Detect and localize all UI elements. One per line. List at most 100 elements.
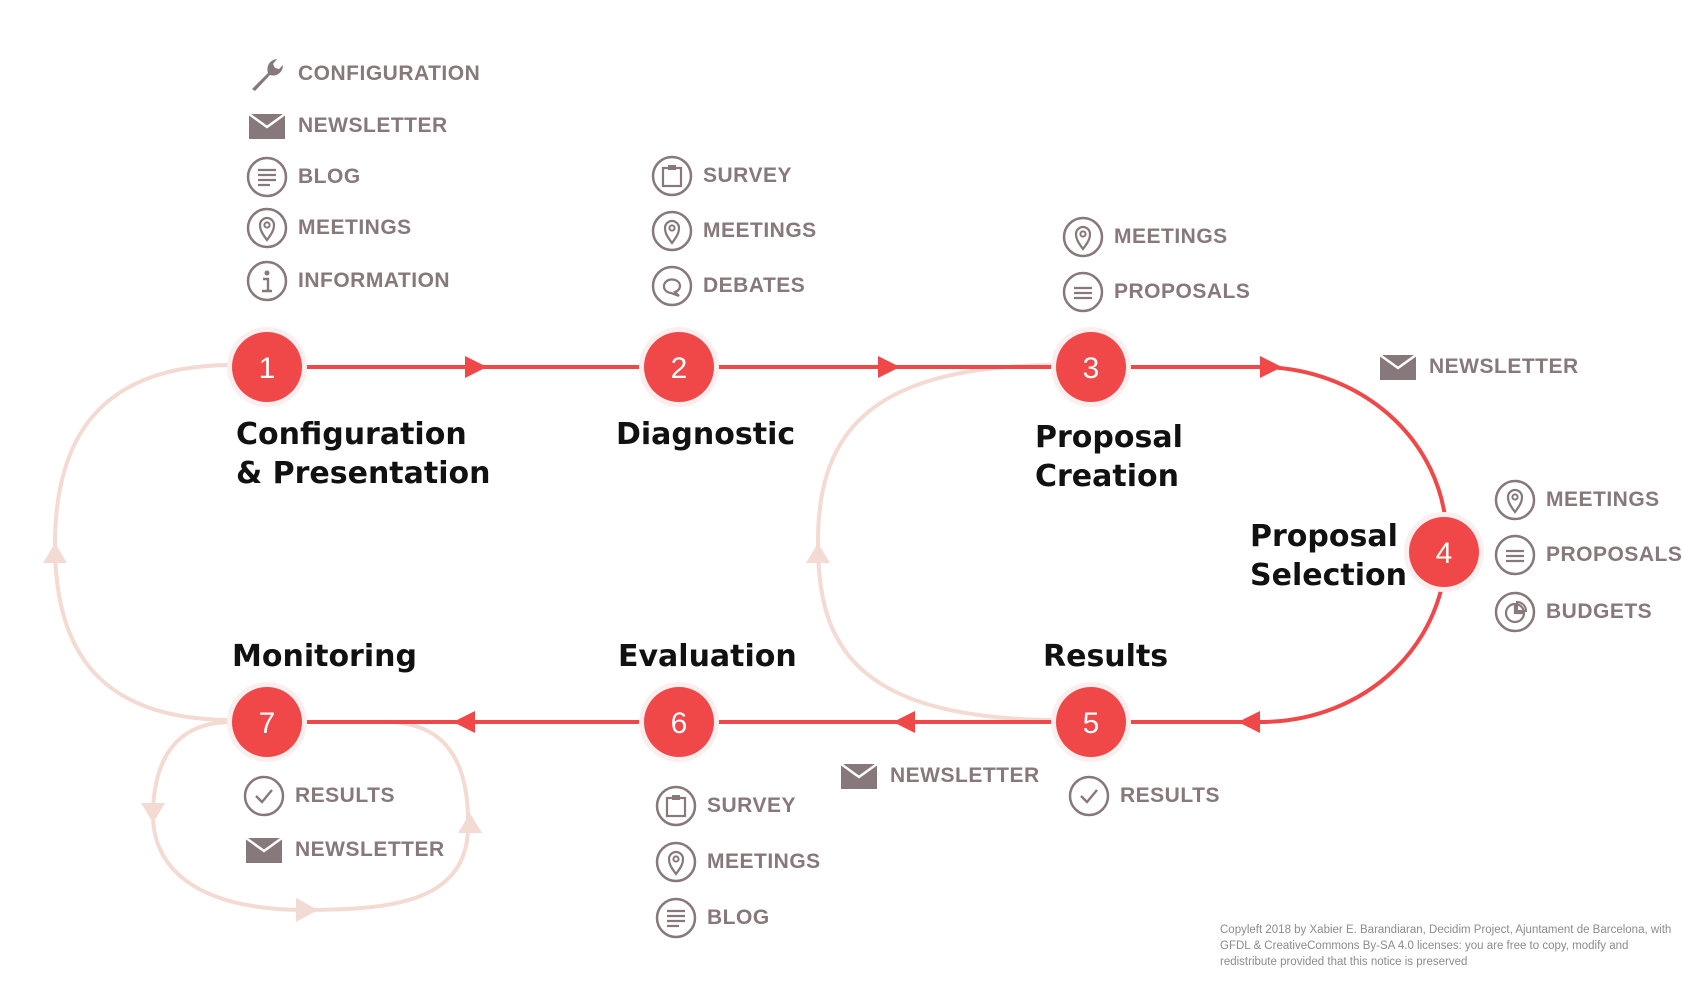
stage-title-7: Monitoring bbox=[232, 639, 417, 674]
tool-newsletter: NEWSLETTER bbox=[246, 102, 448, 150]
tool-results: RESULTS bbox=[243, 772, 395, 820]
tool-blog: BLOG bbox=[246, 153, 361, 201]
tool-proposals: PROPOSALS bbox=[1494, 531, 1682, 579]
tool-newsletter: NEWSLETTER bbox=[243, 826, 445, 874]
stage-node-1: 1 bbox=[227, 327, 307, 407]
tool-label: DEBATES bbox=[703, 274, 806, 297]
copyleft-notice: Copyleft 2018 by Xabier E. Barandiaran, … bbox=[1220, 924, 1672, 968]
clipboard-icon bbox=[651, 155, 693, 197]
info-icon bbox=[246, 260, 288, 302]
map-pin-icon bbox=[246, 207, 288, 249]
stage-number: 1 bbox=[259, 352, 276, 385]
tool-survey: SURVEY bbox=[655, 782, 796, 830]
tool-budgets: BUDGETS bbox=[1494, 588, 1652, 636]
tool-label: BLOG bbox=[707, 906, 770, 929]
envelope-icon bbox=[1377, 346, 1419, 388]
stage-node-4: 4 bbox=[1404, 512, 1484, 592]
loop-arrow-right-small bbox=[296, 898, 318, 922]
tool-results: RESULTS bbox=[1068, 772, 1220, 820]
stage-title-5: Results bbox=[1043, 639, 1169, 674]
tool-label: MEETINGS bbox=[1114, 225, 1228, 248]
stage-node-6: 6 bbox=[639, 682, 719, 762]
wrench-icon bbox=[246, 53, 288, 95]
envelope-icon bbox=[838, 755, 880, 797]
stage-number: 3 bbox=[1083, 352, 1100, 385]
tool-label: BLOG bbox=[298, 165, 361, 188]
tool-label: MEETINGS bbox=[703, 219, 817, 242]
loop-arrow-up-small bbox=[458, 813, 482, 833]
stage-title-3: Proposal Creation bbox=[1035, 420, 1183, 494]
arrow-3-4 bbox=[1260, 356, 1282, 378]
arrow-2-3 bbox=[878, 356, 900, 378]
tool-meetings: MEETINGS bbox=[1062, 213, 1228, 261]
check-icon bbox=[1068, 775, 1110, 817]
tool-label: PROPOSALS bbox=[1114, 280, 1251, 303]
map-pin-icon bbox=[1062, 216, 1104, 258]
loop-7-to-1 bbox=[52, 363, 233, 722]
tool-label: CONFIGURATION bbox=[298, 62, 481, 85]
stage-node-7: 7 bbox=[227, 682, 307, 762]
pie-chart-icon bbox=[1494, 591, 1536, 633]
tool-label: MEETINGS bbox=[707, 850, 821, 873]
map-pin-icon bbox=[1494, 479, 1536, 521]
tool-label: NEWSLETTER bbox=[295, 838, 445, 861]
stage-node-5: 5 bbox=[1051, 682, 1131, 762]
tool-label: MEETINGS bbox=[1546, 488, 1660, 511]
stage-number: 5 bbox=[1083, 707, 1100, 740]
speech-bubble-icon bbox=[651, 265, 693, 307]
stage-title-1: Configuration & Presentation bbox=[236, 417, 491, 491]
tool-label: NEWSLETTER bbox=[298, 114, 448, 137]
lines-icon bbox=[1494, 534, 1536, 576]
tool-proposals: PROPOSALS bbox=[1062, 268, 1250, 316]
envelope-icon bbox=[243, 829, 285, 871]
tool-meetings: MEETINGS bbox=[655, 838, 821, 886]
tool-label: SURVEY bbox=[703, 164, 792, 187]
stage-number: 6 bbox=[671, 707, 688, 740]
tool-survey: SURVEY bbox=[651, 152, 792, 200]
stage-node-3: 3 bbox=[1051, 327, 1131, 407]
stage-number: 2 bbox=[671, 352, 688, 385]
tool-label: RESULTS bbox=[295, 784, 395, 807]
loop-arrow-up-middle bbox=[806, 543, 830, 563]
stage-title-4: Proposal Selection bbox=[1250, 519, 1407, 593]
tool-newsletter: NEWSLETTER bbox=[838, 752, 1040, 800]
lines-icon bbox=[1062, 271, 1104, 313]
stage-number: 7 bbox=[259, 707, 276, 740]
tool-label: INFORMATION bbox=[298, 269, 451, 292]
check-icon bbox=[243, 775, 285, 817]
blog-icon bbox=[655, 897, 697, 939]
map-pin-icon bbox=[651, 210, 693, 252]
arrow-6-7 bbox=[453, 711, 475, 733]
stage-title-6: Evaluation bbox=[618, 639, 797, 674]
tool-label: PROPOSALS bbox=[1546, 543, 1683, 566]
loop-arrow-down-small bbox=[141, 803, 165, 823]
tool-meetings: MEETINGS bbox=[651, 207, 817, 255]
tool-label: MEETINGS bbox=[298, 216, 412, 239]
arrow-4-5 bbox=[1238, 711, 1260, 733]
tool-newsletter: NEWSLETTER bbox=[1377, 343, 1579, 391]
arrow-1-2 bbox=[465, 356, 487, 378]
tool-label: BUDGETS bbox=[1546, 600, 1653, 623]
stage-node-2: 2 bbox=[639, 327, 719, 407]
arrow-5-6 bbox=[893, 711, 915, 733]
tool-label: NEWSLETTER bbox=[890, 764, 1040, 787]
map-pin-icon bbox=[655, 841, 697, 883]
loop-5-to-3 bbox=[815, 363, 1061, 722]
tool-blog: BLOG bbox=[655, 894, 770, 942]
tool-meetings: MEETINGS bbox=[1494, 476, 1660, 524]
loop-arrow-up-left bbox=[43, 543, 67, 563]
tool-label: SURVEY bbox=[707, 794, 796, 817]
stage-title-2: Diagnostic bbox=[616, 417, 796, 452]
tool-information: INFORMATION bbox=[246, 257, 450, 305]
tool-label: NEWSLETTER bbox=[1429, 355, 1579, 378]
blog-icon bbox=[246, 156, 288, 198]
tool-debates: DEBATES bbox=[651, 262, 805, 310]
clipboard-icon bbox=[655, 785, 697, 827]
tool-configuration: CONFIGURATION bbox=[246, 50, 480, 98]
envelope-icon bbox=[246, 105, 288, 147]
stage-number: 4 bbox=[1436, 537, 1453, 570]
tool-meetings: MEETINGS bbox=[246, 204, 412, 252]
tool-label: RESULTS bbox=[1120, 784, 1220, 807]
